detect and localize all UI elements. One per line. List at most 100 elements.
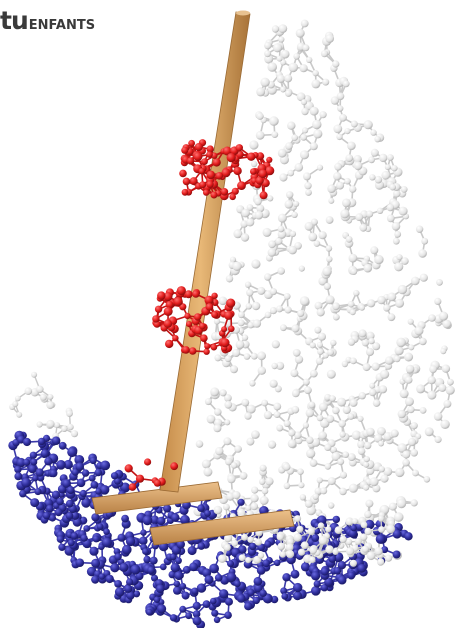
sail-atom (296, 92, 306, 102)
ring-middle-atom (200, 334, 208, 343)
sail-atom (383, 467, 393, 477)
sail-atom (337, 397, 347, 407)
logo-sub-text: ENFANTS (28, 18, 96, 33)
sail-atom (438, 311, 449, 321)
sail-atom (362, 363, 371, 372)
sail-atom (333, 172, 342, 181)
hull-atom (189, 562, 198, 572)
sail-atom (442, 319, 452, 329)
hull-atom (192, 616, 202, 626)
sail-atom (317, 332, 326, 341)
hull-atom (392, 529, 402, 539)
hull-atom (253, 576, 263, 586)
sail-atom (297, 309, 305, 317)
ring-top-atom (229, 193, 236, 201)
sail-atom (395, 467, 405, 478)
sail-atom (279, 173, 288, 182)
hull-atom (225, 597, 233, 606)
ring-middle-atom (211, 311, 219, 319)
hull-white-atom (366, 551, 376, 561)
ring-middle-atom (163, 292, 173, 302)
sail-atom (271, 340, 280, 349)
hull-atom (30, 498, 40, 508)
hull-atom (75, 462, 84, 471)
hull-white-atom (346, 547, 355, 556)
sail-atom (359, 223, 368, 232)
sail-atom (214, 408, 222, 416)
hull-white-atom (300, 541, 309, 550)
sail-atom (330, 96, 340, 105)
sail-atom (224, 457, 233, 466)
sail-atom (355, 213, 364, 222)
hull-atom (219, 589, 229, 599)
hull-atom (337, 561, 347, 570)
sail-atom (308, 232, 318, 242)
sail-atom (394, 346, 404, 356)
ring-middle-atom (204, 295, 214, 305)
sail-atom (254, 198, 262, 206)
sail-atom (277, 225, 285, 233)
hull-atom (42, 511, 51, 520)
hull-atom (140, 529, 147, 536)
hull-atom (56, 497, 64, 506)
sail-atom (318, 276, 328, 286)
hull-white-atom (247, 536, 254, 543)
hull-atom (133, 590, 141, 598)
sail-atom (310, 218, 318, 226)
hull-atom (44, 457, 53, 466)
sail-atom (337, 458, 345, 466)
ring-top-atom (222, 146, 232, 156)
hull-atom (237, 498, 245, 506)
hull-white-atom (345, 538, 353, 545)
hull-atom (169, 553, 177, 561)
hull-white-atom (277, 542, 286, 551)
sail-atom (380, 474, 389, 483)
sail-atom (280, 49, 290, 59)
sail-atom (404, 352, 414, 362)
sail-atom (263, 410, 273, 420)
hull-atom (130, 564, 141, 575)
sail-atom (246, 218, 255, 227)
hull-atom (293, 582, 303, 593)
sail-atom (392, 237, 400, 245)
hull-atom (185, 612, 193, 620)
sail-atom (282, 463, 291, 471)
sail-atom (250, 352, 258, 360)
hull-atom (175, 557, 182, 565)
sail-atom (387, 154, 394, 161)
hull-white-atom (339, 535, 347, 544)
sail-atom (376, 207, 384, 214)
sail-atom (372, 484, 381, 493)
hull-atom (179, 605, 187, 613)
ring-bottom-atom (124, 464, 133, 473)
ring-middle-atom (176, 286, 186, 296)
hull-white-atom (276, 533, 284, 541)
hull-atom (48, 514, 57, 522)
ring-top-atom (226, 153, 236, 163)
sail-atom (306, 56, 313, 64)
ring-middle-atom (165, 300, 174, 309)
hull-atom (153, 596, 161, 603)
sail-atom (353, 161, 363, 171)
sail-atom (251, 301, 261, 311)
sail-atom (298, 265, 305, 272)
sail-atom (366, 427, 375, 437)
sail-atom (218, 296, 228, 306)
sail-atom (404, 397, 414, 407)
hull-atom (392, 550, 401, 559)
hull-atom (56, 460, 66, 470)
hull-atom (114, 587, 125, 597)
sail-atom (304, 499, 313, 508)
hull-atom (101, 537, 112, 548)
hull-atom (262, 559, 271, 568)
sail-atom (260, 77, 270, 88)
sail-atom (436, 279, 443, 286)
hull-atom (45, 504, 54, 513)
hull-atom (350, 524, 357, 532)
hull-atom (192, 610, 201, 618)
ring-top-atom (201, 158, 208, 166)
hull-atom (197, 504, 205, 512)
sail-atom (391, 222, 401, 231)
sail-atom (377, 426, 386, 436)
sail-atom (434, 435, 442, 444)
